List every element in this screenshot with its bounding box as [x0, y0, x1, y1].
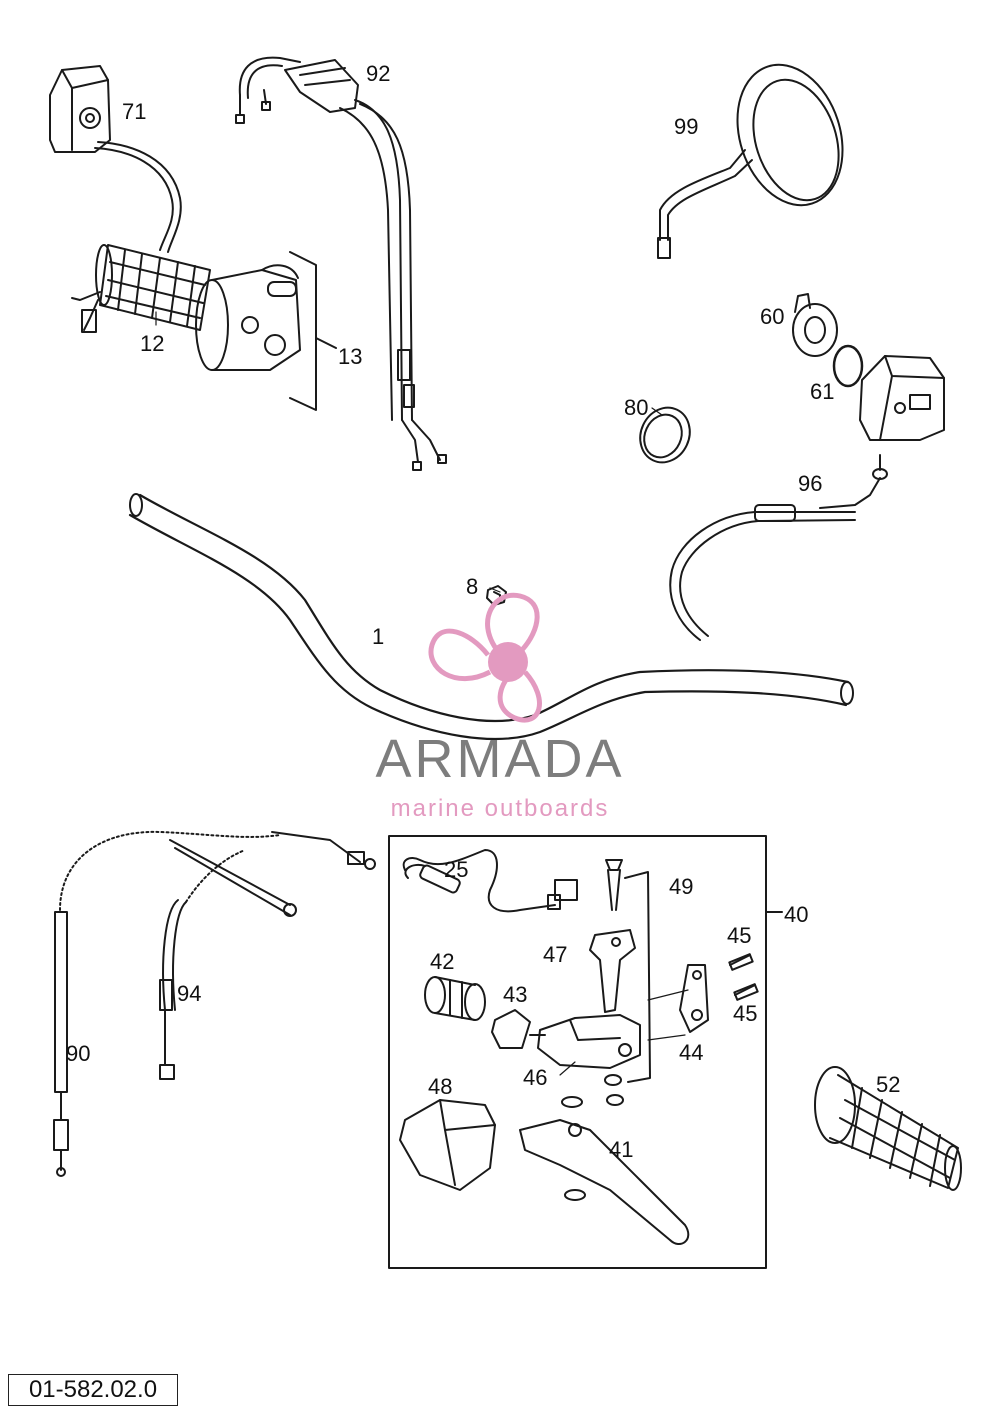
- lever-cover-drawing: [399, 1099, 496, 1191]
- long-cable-ends-drawing: [53, 831, 376, 1177]
- callout-99: 99: [674, 114, 699, 139]
- switch-bracket-drawing: [792, 293, 838, 357]
- adjuster-drawing: [424, 976, 546, 1049]
- callout-8: 8: [466, 574, 479, 599]
- clutch-cable-drawing: [159, 849, 246, 1080]
- clutch-switch-drawing: [402, 849, 578, 913]
- callout-1: 1: [372, 624, 385, 649]
- callout-43: 43: [503, 982, 528, 1007]
- watermark-brand-name: ARMADA: [375, 729, 625, 789]
- throttle-housing-drawing: [195, 251, 337, 411]
- callout-94: 94: [177, 981, 202, 1006]
- callout-40: 40: [784, 902, 809, 927]
- callout-41: 41: [609, 1137, 634, 1162]
- throttle-cables-drawing: [235, 56, 447, 471]
- watermark-tagline: marine outboards: [390, 795, 610, 822]
- callout-60: 60: [760, 304, 785, 329]
- callout-25: 25: [444, 857, 469, 882]
- clutch-lever-assembly-box: [388, 835, 783, 1269]
- handlebar-drawing: [128, 493, 854, 741]
- switch-cable-drawing: [669, 454, 888, 641]
- long-cable-drawing: [59, 830, 281, 911]
- clamp-ring-drawing: [639, 406, 691, 464]
- callout-52: 52: [876, 1072, 901, 1097]
- callout-13: 13: [338, 344, 363, 369]
- callout-80: 80: [624, 395, 649, 420]
- callout-45-lower: 45: [733, 1001, 758, 1026]
- switch-housing-drawing: [49, 65, 182, 253]
- callout-48: 48: [428, 1074, 453, 1099]
- callout-44: 44: [679, 1040, 704, 1065]
- callout-47: 47: [543, 942, 568, 967]
- switch-unit-drawing: [832, 344, 945, 441]
- callout-96: 96: [798, 471, 823, 496]
- callout-61: 61: [810, 379, 835, 404]
- left-grip-drawing: [814, 1066, 962, 1191]
- drawing-code-label: 01-582.02.0: [8, 1374, 178, 1406]
- watermark-logo-graphic: [428, 592, 542, 723]
- callout-49: 49: [669, 874, 694, 899]
- callout-46: 46: [523, 1065, 548, 1090]
- callout-42: 42: [430, 949, 455, 974]
- callout-45-upper: 45: [727, 923, 752, 948]
- mirror-drawing: [657, 63, 844, 259]
- lever-bracket-drawing: [537, 859, 759, 1106]
- throttle-grip-drawing: [71, 244, 211, 333]
- clutch-lever-drawing: [519, 1096, 690, 1245]
- callout-12: 12: [140, 331, 165, 356]
- callout-90: 90: [66, 1041, 91, 1066]
- leader-lines: [155, 311, 689, 1076]
- callout-71: 71: [122, 99, 147, 124]
- callout-92: 92: [366, 61, 391, 86]
